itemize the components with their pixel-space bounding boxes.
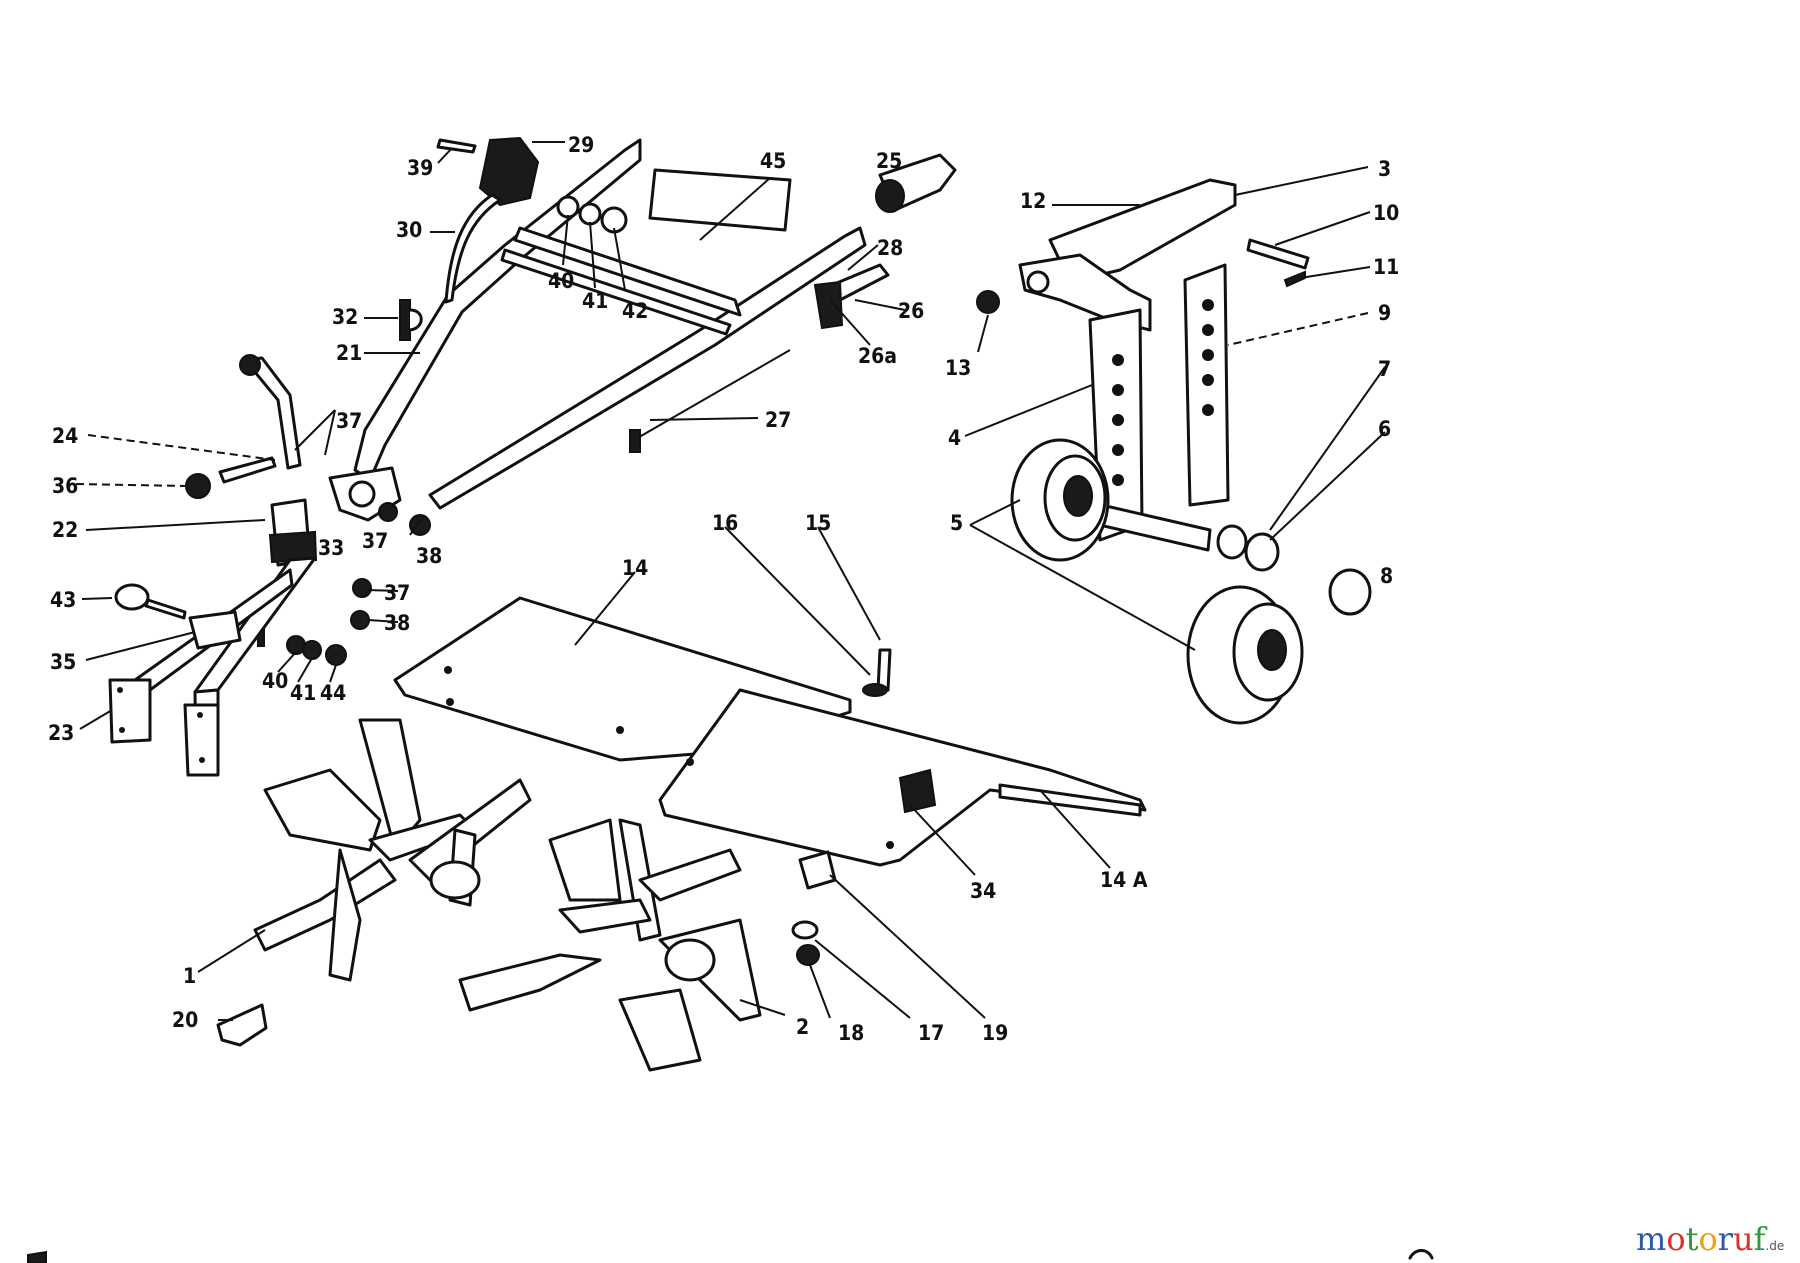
callout-33: 33 bbox=[318, 536, 344, 560]
callout-41b: 41 bbox=[290, 681, 316, 705]
callout-11: 11 bbox=[1373, 255, 1399, 279]
callout-25: 25 bbox=[876, 149, 902, 173]
callout-36: 36 bbox=[52, 474, 78, 498]
callout-37b: 37 bbox=[362, 529, 388, 553]
callout-45: 45 bbox=[760, 149, 786, 173]
callout-40a: 40 bbox=[548, 269, 574, 293]
callout-5: 5 bbox=[950, 511, 963, 535]
callout-38b: 38 bbox=[384, 611, 410, 635]
callout-8: 8 bbox=[1380, 564, 1393, 588]
callout-15: 15 bbox=[805, 511, 831, 535]
callout-37a: 37 bbox=[336, 409, 362, 433]
callout-41a: 41 bbox=[582, 289, 608, 313]
watermark-letter: m bbox=[1636, 1220, 1667, 1258]
callout-9: 9 bbox=[1378, 301, 1391, 325]
callout-18: 18 bbox=[838, 1021, 864, 1045]
watermark-letter: u bbox=[1733, 1220, 1754, 1258]
callout-labels: 1 2 3 4 5 6 7 8 9 10 11 12 13 14 14 A 15… bbox=[48, 133, 1399, 1045]
wheel-assembly bbox=[976, 178, 1372, 725]
callout-26a: 26a bbox=[858, 344, 897, 368]
callout-43: 43 bbox=[50, 588, 76, 612]
callout-19: 19 bbox=[982, 1021, 1008, 1045]
callout-26: 26 bbox=[898, 299, 924, 323]
page-edge-marks bbox=[27, 1249, 1434, 1263]
callout-17: 17 bbox=[918, 1021, 944, 1045]
callout-4: 4 bbox=[948, 426, 961, 450]
callout-13: 13 bbox=[945, 356, 971, 380]
watermark-suffix: .de bbox=[1765, 1239, 1785, 1253]
callout-28: 28 bbox=[877, 236, 903, 260]
watermark-letter: f bbox=[1753, 1220, 1766, 1258]
callout-39: 39 bbox=[407, 156, 433, 180]
callout-10: 10 bbox=[1373, 201, 1399, 225]
callout-29: 29 bbox=[568, 133, 594, 157]
callout-21: 21 bbox=[336, 341, 362, 365]
callout-44: 44 bbox=[320, 681, 346, 705]
callout-22: 22 bbox=[52, 518, 78, 542]
leader-lines bbox=[75, 141, 1386, 1021]
tine-shields bbox=[393, 596, 1147, 867]
watermark-letter: o bbox=[1666, 1220, 1686, 1258]
watermark-letter: r bbox=[1717, 1220, 1734, 1258]
callout-42: 42 bbox=[622, 299, 648, 323]
callout-14: 14 bbox=[622, 556, 648, 580]
callout-23: 23 bbox=[48, 721, 74, 745]
callout-37c: 37 bbox=[384, 581, 410, 605]
callout-2: 2 bbox=[796, 1015, 809, 1039]
handlebar-assembly bbox=[185, 136, 957, 666]
tine-sets bbox=[216, 718, 837, 1072]
callout-3: 3 bbox=[1378, 157, 1391, 181]
callout-32: 32 bbox=[332, 305, 358, 329]
watermark-letter: t bbox=[1685, 1220, 1699, 1258]
frame-bracket bbox=[108, 556, 317, 777]
callout-7: 7 bbox=[1378, 357, 1391, 381]
callout-27: 27 bbox=[765, 408, 791, 432]
callout-6: 6 bbox=[1378, 417, 1391, 441]
callout-30: 30 bbox=[396, 218, 422, 242]
callout-20: 20 bbox=[172, 1008, 198, 1032]
callout-16: 16 bbox=[712, 511, 738, 535]
callout-1: 1 bbox=[183, 964, 196, 988]
callout-38a: 38 bbox=[416, 544, 442, 568]
callout-12: 12 bbox=[1020, 189, 1046, 213]
callout-24: 24 bbox=[52, 424, 78, 448]
callout-40b: 40 bbox=[262, 669, 288, 693]
watermark-letter: o bbox=[1698, 1220, 1718, 1258]
callout-14a: 14 A bbox=[1100, 868, 1148, 892]
callout-34: 34 bbox=[970, 879, 996, 903]
callout-35: 35 bbox=[50, 650, 76, 674]
watermark-logo: motoruf.de bbox=[1636, 1220, 1784, 1258]
